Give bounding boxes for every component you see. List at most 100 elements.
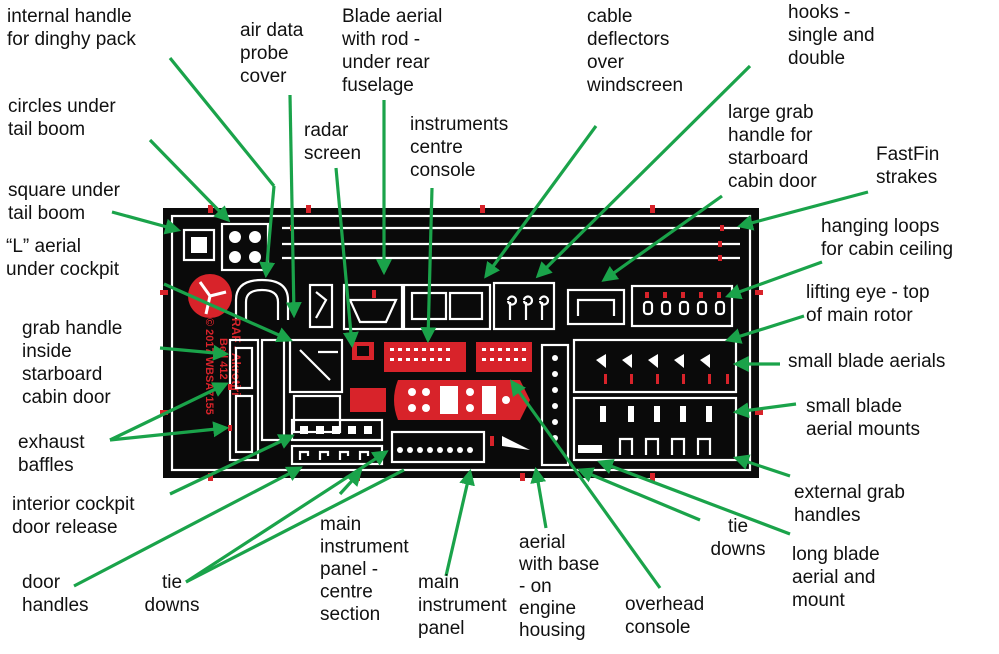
- callout-line: cabin door: [728, 171, 817, 192]
- callout-line: aerial and: [792, 567, 875, 588]
- callout-line: hanging loops: [821, 216, 939, 237]
- leader-external-grab: [732, 454, 791, 478]
- callout-small-blade-aerials: small blade aerials: [788, 351, 945, 372]
- radar-screen-part: [352, 342, 374, 360]
- callout-line: strakes: [876, 167, 937, 188]
- logo: [188, 274, 232, 318]
- callout-line: “L” aerial: [6, 236, 81, 257]
- leader-grab-inside: [159, 344, 230, 361]
- callout-line: over: [587, 52, 625, 73]
- callout-line: small blade: [806, 396, 902, 417]
- callout-line: windscreen: [586, 75, 683, 96]
- callout-line: air data: [240, 20, 304, 41]
- callout-line: tail boom: [8, 119, 85, 140]
- fret-text-line1: © 2017 WBSA7155: [203, 318, 215, 415]
- callout-line: FastFin: [876, 144, 939, 165]
- callout-line: single and: [788, 25, 875, 46]
- callout-line: lifting eye - top: [806, 282, 930, 303]
- leader-tie-downs-left: [185, 450, 389, 584]
- right-aerials-part: [540, 338, 738, 467]
- callout-line: inside: [22, 341, 72, 362]
- fret-text-line2: Bell 412: [217, 338, 229, 380]
- leader-small-mounts: [732, 402, 797, 419]
- callout-line: fuselage: [342, 75, 414, 96]
- callout-line: section: [320, 604, 380, 625]
- callout-line: under rear: [342, 52, 430, 73]
- callout-line: cabin door: [22, 387, 111, 408]
- probe-cover-part: [308, 283, 334, 329]
- callout-line: panel -: [320, 559, 378, 580]
- callout-line: small blade aerials: [788, 351, 945, 372]
- callout-line: aerial mounts: [806, 419, 920, 440]
- leader-main-panel: [444, 468, 475, 577]
- callout-line: starboard: [22, 364, 102, 385]
- leader-panel-centre: [338, 469, 363, 496]
- leader-overhead: [510, 379, 662, 589]
- callout-line: tail boom: [8, 203, 85, 224]
- callout-line: instrument: [320, 537, 409, 558]
- callout-line: cable: [587, 6, 632, 27]
- callout-line: interior cockpit: [12, 494, 135, 515]
- leader-exhaust-2: [109, 421, 230, 442]
- large-grab-handle-part: [566, 288, 626, 326]
- callout-line: door release: [12, 517, 118, 538]
- callout-line: overhead: [625, 594, 704, 615]
- callout-line: under cockpit: [6, 259, 120, 280]
- callout-line: mount: [792, 590, 846, 611]
- callout-line: external grab: [794, 482, 905, 503]
- leader-hooks: [535, 64, 752, 279]
- leader-lifting-eye: [724, 314, 805, 344]
- callout-line: cover: [240, 66, 287, 87]
- callout-line: instruments: [410, 114, 508, 135]
- tie-downs-middle-part: [390, 430, 530, 464]
- callout-line: exhaust: [18, 432, 85, 453]
- callout-line: downs: [711, 539, 766, 560]
- hanging-loops-part: [630, 284, 734, 328]
- leader-large-grab: [601, 194, 723, 282]
- dinghy-handle-part: [234, 278, 290, 320]
- callout-line: large grab: [728, 102, 814, 123]
- callout-line: deflectors: [587, 29, 669, 50]
- leader-centre-console: [420, 187, 437, 344]
- leader-aerial-base: [530, 466, 548, 529]
- callout-line: engine: [519, 598, 576, 619]
- callout-line: internal handle: [7, 6, 132, 27]
- callout-line: centre: [320, 582, 373, 603]
- leader-l-aerial: [163, 282, 293, 343]
- callout-line: of main rotor: [806, 305, 913, 326]
- callout-line: instrument: [418, 595, 507, 616]
- leader-fastfin: [736, 190, 869, 231]
- callout-line: console: [625, 617, 691, 638]
- callout-line: aerial: [519, 532, 565, 553]
- leader-probe: [285, 94, 302, 319]
- leader-internal-handle: [168, 56, 276, 188]
- callout-line: door: [22, 572, 61, 593]
- callout-line: long blade: [792, 544, 880, 565]
- callout-line: Blade aerial: [342, 6, 442, 27]
- hooks-part: [492, 281, 556, 331]
- callout-line: housing: [519, 620, 586, 641]
- leader-circles: [148, 138, 231, 223]
- callout-line: tie: [728, 516, 748, 537]
